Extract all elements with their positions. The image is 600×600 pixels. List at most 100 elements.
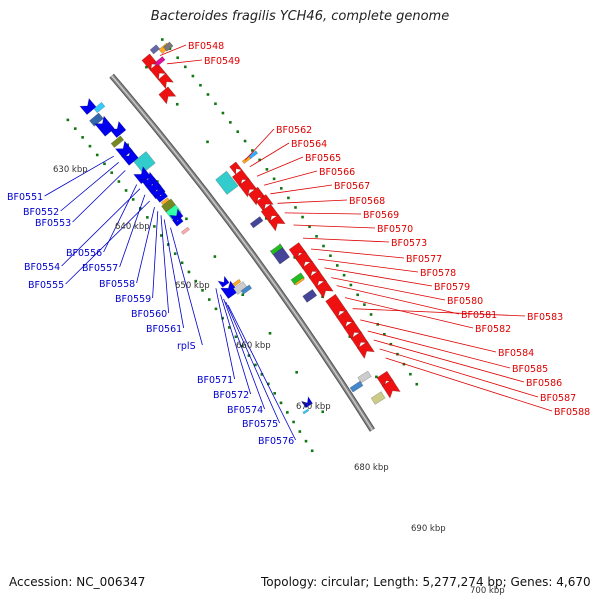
forward-leader-line xyxy=(367,330,511,369)
tick-dot-outer xyxy=(236,130,240,133)
tick-dot-outer xyxy=(243,139,247,143)
forward-gene-arrow xyxy=(357,341,376,360)
forward-leader-line xyxy=(373,339,525,383)
forward-gene-label: BF0577 xyxy=(406,254,442,265)
tick-dot-inner xyxy=(260,373,264,376)
tick-dot-outer xyxy=(294,206,297,209)
tick-dot-outer xyxy=(415,382,419,386)
tick-dot-inner xyxy=(221,316,224,320)
forward-gene-arrow xyxy=(350,331,369,351)
reverse-gene-label: BF0571 xyxy=(197,375,233,386)
forward-leader-line xyxy=(256,156,304,177)
tick-dot-outer xyxy=(301,215,304,219)
tick-dot-mid-outer xyxy=(348,335,352,338)
tick-dot-inner xyxy=(173,252,177,255)
forward-gene-label: BF0567 xyxy=(334,181,370,192)
forward-gene-arrow xyxy=(141,53,160,72)
tick-dot-outer xyxy=(308,225,311,228)
tick-dot-inner xyxy=(279,401,283,405)
map-title: Bacteroides fragilis YCH46, complete gen… xyxy=(150,9,450,24)
forward-gene-arrow xyxy=(260,203,281,224)
reverse-gene-arrow xyxy=(110,135,125,148)
tick-dot-outer xyxy=(258,158,261,162)
reverse-gene-label: BF0575 xyxy=(242,419,278,430)
reverse-gene-label: BF0555 xyxy=(28,280,64,291)
reverse-gene-arrow xyxy=(94,115,115,137)
forward-colored-gene xyxy=(357,370,372,384)
tick-dot-inner xyxy=(187,270,191,274)
forward-leader-line xyxy=(379,348,539,398)
tick-dot-mid-outer xyxy=(375,375,378,379)
tick-dot-inner xyxy=(227,326,231,329)
forward-colored-gene xyxy=(149,44,161,55)
tick-dot-inner xyxy=(207,298,211,301)
reverse-leader-line xyxy=(60,161,119,212)
forward-colored-gene xyxy=(215,170,239,195)
reverse-gene-arrow xyxy=(217,275,230,288)
reverse-gene-arrow xyxy=(153,188,169,203)
tick-dot-outer xyxy=(369,313,373,316)
forward-leader-line xyxy=(331,277,446,301)
reverse-gene-arrow xyxy=(148,182,166,200)
genome-summary: Topology: circular; Length: 5,277,274 bp… xyxy=(261,575,591,589)
accession-label: Accession: NC_006347 xyxy=(9,575,146,589)
gene-labels: BF0548BF0549BF0562BF0564BF0565BF0566BF05… xyxy=(7,41,590,447)
backbone-line xyxy=(110,74,375,432)
forward-colored-gene xyxy=(370,391,386,405)
forward-leader-line xyxy=(324,267,433,287)
forward-gene-label: BF0588 xyxy=(554,407,590,418)
tick-dot-mid-inner xyxy=(321,410,325,414)
forward-gene-arrow xyxy=(336,309,356,330)
tick-dot-outer xyxy=(389,342,393,346)
reverse-gene-arrow xyxy=(120,147,139,166)
tick-dot-inner xyxy=(304,439,308,443)
tick-dot-outer xyxy=(265,168,269,171)
reverse-gene-label: BF0574 xyxy=(227,405,263,416)
tick-dot-inner xyxy=(286,411,289,414)
reverse-gene-arrow xyxy=(180,226,191,235)
forward-gene-arrow xyxy=(157,72,175,90)
tick-dot-inner xyxy=(234,335,238,339)
tick-dot-outer xyxy=(349,283,353,287)
forward-leader-line xyxy=(159,44,187,56)
reverse-leader-line xyxy=(163,219,184,329)
tick-dot-outer xyxy=(272,177,276,181)
reverse-gene-arrow xyxy=(108,120,127,139)
tick-dot-outer xyxy=(214,102,217,106)
reverse-leader-line xyxy=(65,200,150,285)
forward-gene-arrow xyxy=(229,161,243,176)
kbp-label: 630 kbp xyxy=(53,165,88,175)
forward-leader-line xyxy=(249,142,290,168)
forward-colored-gene xyxy=(162,41,174,52)
tick-dot-inner xyxy=(95,153,99,157)
forward-gene-label: BF0564 xyxy=(291,139,327,150)
kbp-label: 690 kbp xyxy=(411,524,446,534)
tick-dot-inner xyxy=(73,127,77,130)
reverse-leader-line xyxy=(225,301,280,424)
tick-dot-outer xyxy=(206,93,210,96)
forward-gene-arrow xyxy=(343,320,363,341)
reverse-leader-line xyxy=(215,288,235,380)
forward-leader-line xyxy=(270,184,333,195)
tick-dot-mid-inner xyxy=(185,217,188,221)
tick-dot-mid-inner xyxy=(295,371,298,374)
reverse-leader-line xyxy=(136,207,155,284)
forward-gene-label: BF0580 xyxy=(447,296,483,307)
reverse-gene-arrow xyxy=(171,214,184,227)
tick-dot-outer xyxy=(183,65,187,69)
kbp-label: 650 kbp xyxy=(175,281,210,291)
forward-gene-label: BF0549 xyxy=(204,56,240,67)
tick-dot-outer xyxy=(160,38,164,41)
tick-dot-inner xyxy=(131,198,135,201)
tick-dot-inner xyxy=(66,118,70,122)
reverse-gene-label: BF0553 xyxy=(35,218,71,229)
tick-dot-inner xyxy=(124,189,128,192)
tick-dot-mid-outer xyxy=(264,217,268,220)
tick-dot-outer xyxy=(342,273,346,277)
forward-leader-line xyxy=(352,308,526,317)
reverse-gene-arrow xyxy=(240,284,253,295)
forward-colored-gene xyxy=(294,277,305,286)
tick-dot-outer xyxy=(356,293,359,297)
tick-dot-outer xyxy=(176,56,179,60)
